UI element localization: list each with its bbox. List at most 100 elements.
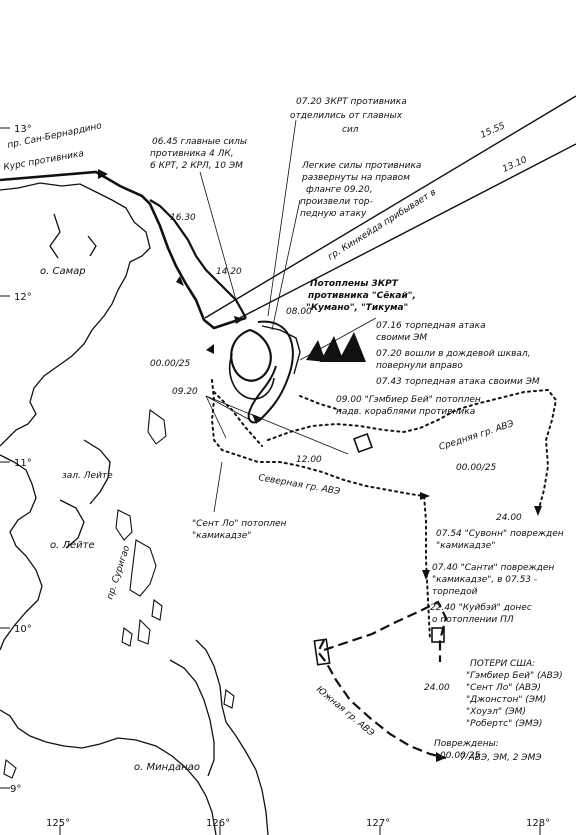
svg-text:"камикадзе": "камикадзе": [436, 541, 495, 551]
svg-text:07.43 торпедная атака своими Э: 07.43 торпедная атака своими ЭМ: [376, 377, 540, 387]
time-1555: 15.55: [479, 121, 507, 141]
lat-11: 11°: [14, 458, 32, 469]
svg-text:педную атаку: педную атаку: [300, 209, 367, 219]
note-0743: 07.43 торпедная атака своими ЭМ: [376, 377, 540, 387]
ship-marker: [313, 638, 331, 666]
damaged-title: Повреждены:: [434, 739, 499, 749]
time-1630: 16.30: [170, 213, 196, 223]
time-1310: 13.10: [501, 155, 529, 175]
svg-text:надв. кораблями противника: надв. кораблями противника: [336, 407, 475, 417]
samar-coast: [0, 182, 151, 447]
arrow-icon: [534, 506, 542, 516]
leyte-gulf-label: зал. Лейте: [62, 471, 113, 481]
enemy-main-track: [0, 170, 247, 330]
time-2400-a: 24.00: [496, 513, 522, 523]
svg-text:о потоплении ПЛ: о потоплении ПЛ: [432, 615, 514, 625]
time-1200: 12.00: [296, 455, 322, 465]
middle-group-label: Средняя гр. АВЭ: [438, 419, 516, 453]
svg-text:"Сент Ло" потоплен: "Сент Ло" потоплен: [192, 519, 287, 529]
us-losses: ПОТЕРИ США: "Гэмбиер Бей" (АВЭ) "Сент Ло…: [434, 659, 563, 763]
lat-10: 10°: [14, 624, 32, 635]
arrow-icon: [98, 169, 108, 179]
lat-9: 9°: [10, 784, 21, 795]
coastline: [0, 182, 269, 835]
svg-text:"Кумано", "Тикума": "Кумано", "Тикума": [306, 303, 408, 313]
loss-item: "Гэмбиер Бей" (АВЭ): [466, 671, 563, 681]
svg-text:фланге 09.20,: фланге 09.20,: [306, 185, 373, 195]
svg-text:"камикадзе", в 07.53 -: "камикадзе", в 07.53 -: [432, 575, 537, 585]
battle-swirl-2: [247, 320, 294, 424]
enemy-course-label: Курс противника: [3, 149, 85, 173]
note-gambier: 09.00 "Гэмбиер Бей" потоплен надв. кораб…: [336, 395, 481, 417]
arrow-icon: [206, 344, 214, 354]
loss-item: "Робертс" (ЭМЭ): [466, 719, 542, 729]
loss-item: "Сент Ло" (АВЭ): [466, 683, 541, 693]
svg-text:произвели тор-: произвели тор-: [300, 197, 373, 207]
middle-group-track: [267, 388, 558, 513]
tracks: [0, 95, 576, 762]
kinkaid-track-1: [204, 95, 576, 319]
kinkaid-track-2: [231, 143, 576, 323]
sunk-cruisers-icon: [306, 332, 366, 362]
time-0000-c: 00.00/25: [440, 751, 481, 761]
time-0000-a: 00.00/25: [150, 359, 191, 369]
svg-text:07.16 торпедная атака: 07.16 торпедная атака: [376, 321, 486, 331]
time-0920: 09.20: [172, 387, 198, 397]
svg-text:развернуты на правом: развернуты на правом: [301, 173, 410, 183]
loss-item: "Хоуэл" (ЭМ): [466, 707, 526, 717]
time-1420: 14.20: [216, 267, 242, 277]
lon-126: 126°: [206, 818, 230, 829]
battle-swirl-3: [228, 353, 275, 400]
note-kitkun: 22.40 "Куйбэй" донес о потоплении ПЛ: [430, 603, 532, 625]
note-stlo: "Сент Ло" потоплен "камикадзе": [192, 519, 287, 541]
note-0716: 07.16 торпедная атака своими ЭМ: [376, 321, 486, 343]
mindanao-label: о. Минданао: [134, 762, 200, 773]
svg-text:повернули вправо: повернули вправо: [376, 361, 463, 371]
arrow-icon: [234, 316, 244, 324]
note-light-forces: Легкие силы противника развернуты на пра…: [300, 161, 421, 219]
samar-label: о. Самар: [40, 266, 86, 277]
battle-swirl-1: [230, 328, 272, 382]
ship-marker: [431, 627, 445, 643]
time-2400-b: 24.00: [424, 683, 450, 693]
lat-13: 13°: [14, 124, 32, 135]
arrow-icon: [436, 752, 446, 762]
surigao-label: пр. Суригао: [105, 544, 132, 601]
note-main-forces: 06.45 главные силы противника 4 ЛК, 6 КР…: [150, 137, 247, 171]
svg-text:09.00 "Гэмбиер Бей" потоплен: 09.00 "Гэмбиер Бей" потоплен: [336, 395, 481, 405]
north-group-track: [210, 379, 431, 641]
svg-text:6 КРТ, 2 КРЛ, 10 ЭМ: 6 КРТ, 2 КРЛ, 10 ЭМ: [150, 161, 243, 171]
mindanao-coast: [0, 709, 217, 835]
svg-text:"камикадзе": "камикадзе": [192, 531, 251, 541]
lon-128: 128°: [526, 818, 550, 829]
time-0000-b: 00.00/25: [456, 463, 497, 473]
svg-text:сил: сил: [342, 125, 359, 135]
svg-text:отделились от главных: отделились от главных: [290, 111, 403, 121]
svg-text:07.20 3КРТ противника: 07.20 3КРТ противника: [296, 97, 407, 107]
svg-text:противника 4 ЛК,: противника 4 ЛК,: [150, 149, 234, 159]
lon-127: 127°: [366, 818, 390, 829]
note-detached: 07.20 3КРТ противника отделились от глав…: [290, 97, 407, 135]
time-0800: 08.00: [286, 307, 312, 317]
leader-lines: [199, 119, 377, 513]
damaged-list: 7 АВЭ, ЭМ, 2 ЭМЭ: [460, 753, 542, 763]
arrow-icon: [420, 492, 430, 500]
note-santee: 07.40 "Санти" поврежден "камикадзе", в 0…: [432, 563, 554, 597]
loss-item: "Джонстон" (ЭМ): [466, 695, 546, 705]
note-sunk-cruisers: Потоплены 3КРТ противника "Сёкай", "Кума…: [306, 279, 416, 313]
note-suwannee: 07.54 "Сувонн" поврежден "камикадзе": [436, 529, 564, 551]
svg-text:22.40 "Куйбэй" донес: 22.40 "Куйбэй" донес: [430, 603, 532, 613]
arrow-icon: [252, 414, 262, 424]
svg-text:07.54 "Сувонн" поврежден: 07.54 "Сувонн" поврежден: [436, 529, 564, 539]
svg-text:своими ЭМ: своими ЭМ: [376, 333, 427, 343]
north-group-label: Северная гр. АВЭ: [257, 473, 341, 497]
svg-text:Потоплены 3КРТ: Потоплены 3КРТ: [310, 279, 399, 289]
arrow-icon: [176, 276, 184, 286]
ship-marker: [353, 433, 373, 453]
lon-125: 125°: [46, 818, 70, 829]
svg-text:07.20 вошли в дождевой шквал,: 07.20 вошли в дождевой шквал,: [376, 349, 531, 359]
svg-text:06.45 главные силы: 06.45 главные силы: [152, 137, 247, 147]
svg-text:торпедой: торпедой: [432, 587, 478, 597]
losses-title: ПОТЕРИ США:: [470, 659, 535, 669]
